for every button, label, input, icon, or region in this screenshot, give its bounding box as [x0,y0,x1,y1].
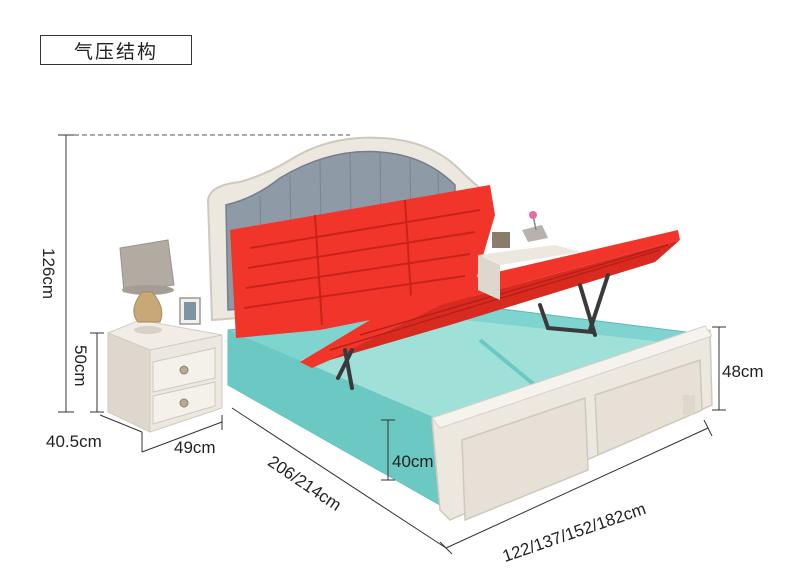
nightstand-right [478,211,580,300]
gas-struts [336,273,610,390]
storage-depth-label: 40cm [392,452,434,471]
nightstand-depth-label: 40.5cm [46,432,102,451]
total-height-label: 126cm [39,248,58,300]
dimension-lines [58,134,726,555]
nightstand-left [106,239,223,433]
footboard-height-label: 48cm [722,362,764,381]
title-label: 气压结构 [40,35,192,65]
nightstand-height-label: 50cm [71,345,90,387]
lift-panel-front [300,230,680,368]
nightstand-width-label: 49cm [174,438,216,457]
footboard [431,325,713,522]
